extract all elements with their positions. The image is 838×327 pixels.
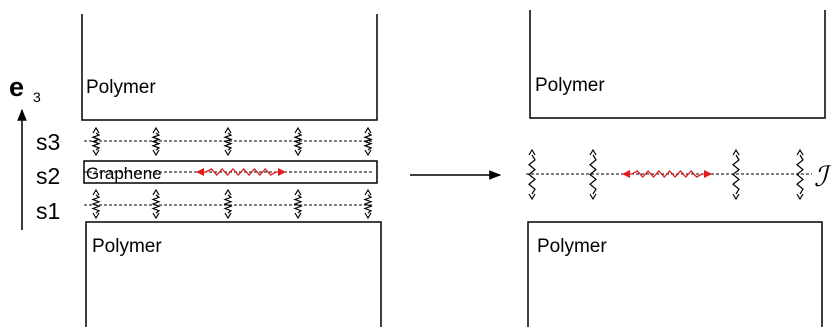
spring-s1-4 xyxy=(293,188,303,220)
e3-axis-subscript: 3 xyxy=(33,89,41,105)
spring-s3-1 xyxy=(91,126,101,157)
spring-s3-5 xyxy=(363,126,373,157)
right-red-spring xyxy=(622,170,712,178)
right-in-plane-spring xyxy=(622,170,712,178)
spring-s1-1 xyxy=(91,188,101,220)
spring-s3-4 xyxy=(293,126,303,157)
spring-interface-2 xyxy=(589,148,597,201)
right-bottom-polymer-label: Polymer xyxy=(537,236,607,257)
spring-interface-1 xyxy=(528,148,536,201)
spring-s3-3 xyxy=(223,126,233,157)
right-interface-springs xyxy=(528,148,804,201)
layer-label-s1: s1 xyxy=(36,198,60,224)
left-in-plane-spring xyxy=(196,168,286,176)
spring-interface-4 xyxy=(796,148,804,201)
left-bottom-polymer-label: Polymer xyxy=(92,236,162,257)
spring-interface-3 xyxy=(732,148,740,201)
left-bottom-polymer-block xyxy=(85,221,382,327)
right-top-polymer-block xyxy=(529,10,826,119)
graphene-label: Graphene xyxy=(86,164,162,183)
graphene-layer-box xyxy=(83,160,378,184)
spring-s3-2 xyxy=(151,126,161,157)
right-top-polymer-label: Polymer xyxy=(535,75,605,96)
spring-s1-5 xyxy=(363,188,373,220)
layer-label-s2: s2 xyxy=(36,163,60,189)
left-top-polymer-block xyxy=(81,14,378,121)
interface-symbol: ℐ xyxy=(814,162,832,193)
spring-s1-3 xyxy=(223,188,233,220)
layer-label-s3: s3 xyxy=(36,129,60,155)
left-panel: Polymer Polymer e 3 s3 s2 s1 Graphene xyxy=(9,14,382,327)
e3-axis-label: e xyxy=(9,72,24,102)
right-bottom-polymer-block xyxy=(527,221,823,327)
right-panel: Polymer Polymer ℐ xyxy=(526,10,832,327)
spring-s1-2 xyxy=(151,188,161,220)
left-red-spring xyxy=(196,168,286,176)
left-top-polymer-label: Polymer xyxy=(86,77,156,98)
left-interlayer-springs xyxy=(91,126,373,220)
